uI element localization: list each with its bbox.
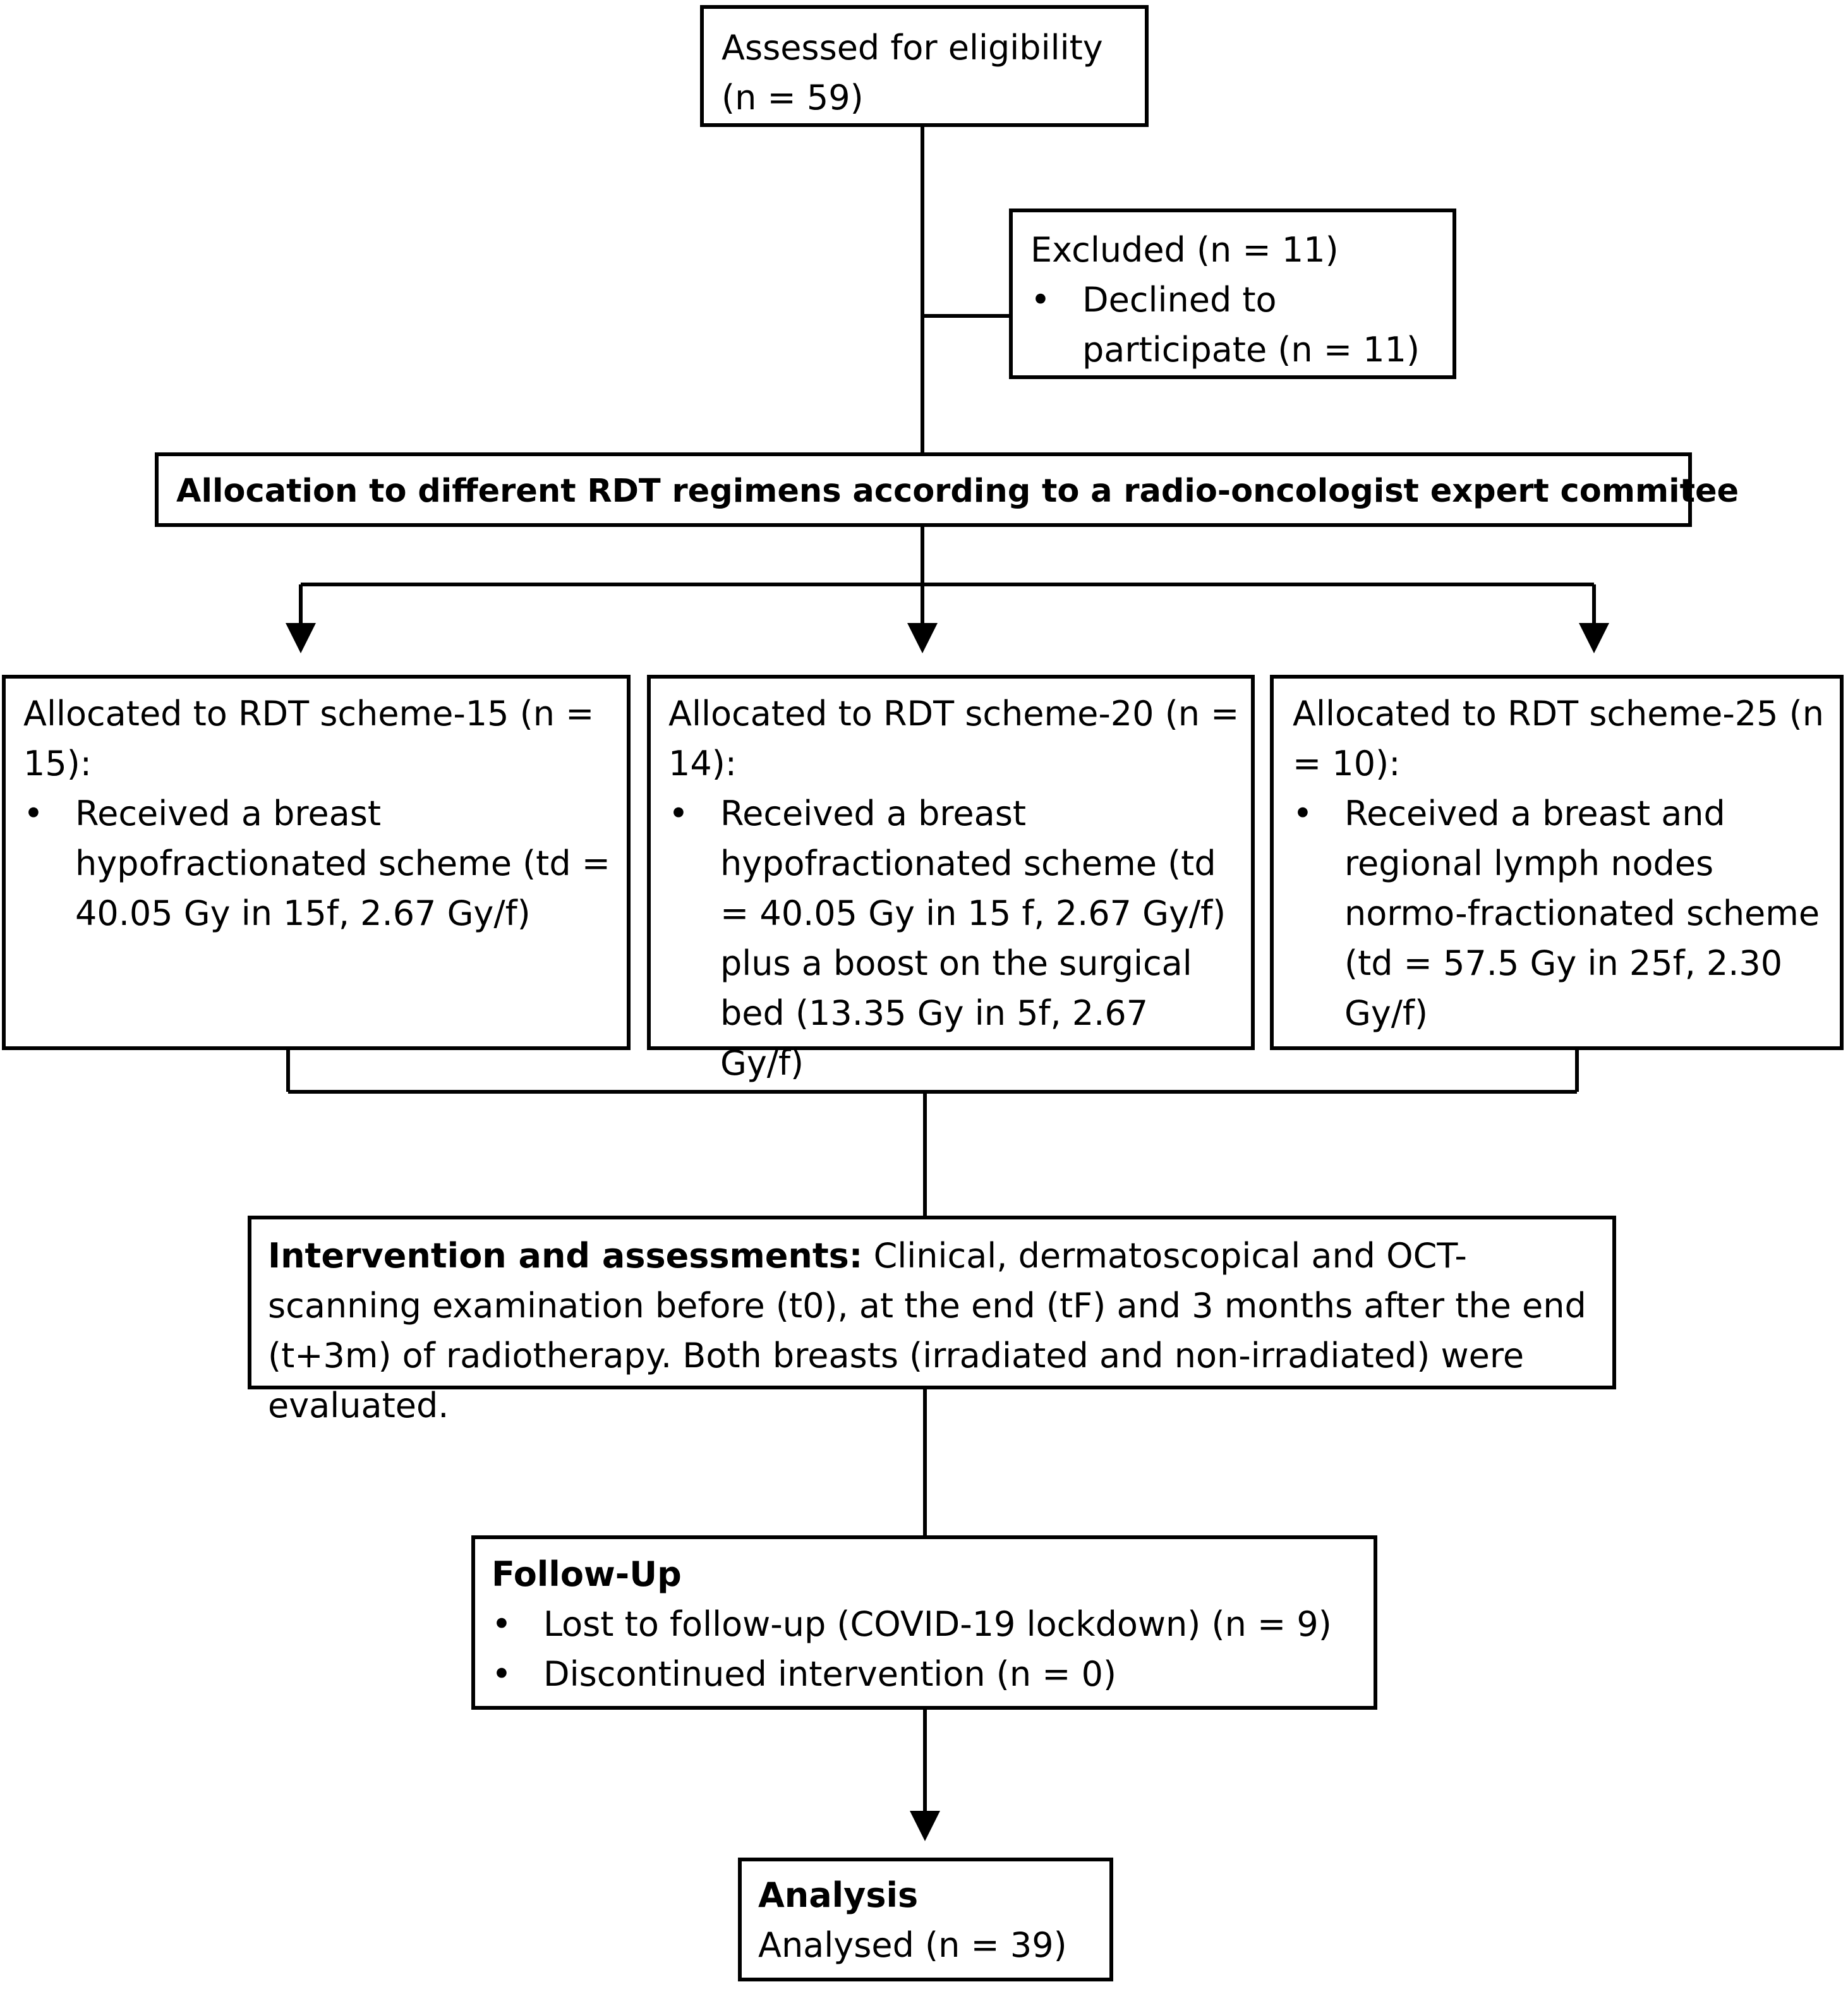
allocation-box: Allocation to different RDT regimens acc… bbox=[155, 452, 1739, 527]
analysis-title: Analysis bbox=[758, 1875, 919, 1915]
analysis-count: Analysed (n = 39) bbox=[758, 1925, 1067, 1965]
analysis-box: Analysis Analysed (n = 39) bbox=[738, 1858, 1113, 1981]
eligibility-label: Assessed for eligibility bbox=[722, 28, 1103, 68]
scheme-20-list: Received a breast hypofractionated schem… bbox=[668, 789, 1240, 1088]
scheme-20-detail: Received a breast hypofractionated schem… bbox=[668, 789, 1240, 1088]
excluded-box: Excluded (n = 11) Declined to participat… bbox=[1009, 209, 1456, 379]
scheme-25-list: Received a breast and regional lymph nod… bbox=[1293, 789, 1827, 1038]
intervention-label: Intervention and assessments: bbox=[268, 1236, 863, 1276]
intervention-text: Clinical, dermatoscopical and OCT-scanni… bbox=[268, 1236, 1586, 1425]
allocation-text: Allocation to different RDT regimens acc… bbox=[176, 473, 1739, 510]
excluded-list: Declined to participate (n = 11) bbox=[1030, 275, 1437, 375]
followup-list: Lost to follow-up (COVID-19 lockdown) (n… bbox=[492, 1599, 1361, 1699]
eligibility-box: Assessed for eligibility (n = 59) bbox=[700, 5, 1149, 127]
followup-lost: Lost to follow-up (COVID-19 lockdown) (n… bbox=[492, 1599, 1361, 1649]
scheme-15-detail: Received a breast hypofractionated schem… bbox=[23, 789, 614, 938]
scheme-15-title: Allocated to RDT scheme-15 (n = 15): bbox=[23, 694, 595, 783]
scheme-15-list: Received a breast hypofractionated schem… bbox=[23, 789, 614, 938]
scheme-25-box: Allocated to RDT scheme-25 (n = 10): Rec… bbox=[1270, 675, 1844, 1050]
scheme-15-box: Allocated to RDT scheme-15 (n = 15): Rec… bbox=[2, 675, 631, 1050]
followup-box: Follow-Up Lost to follow-up (COVID-19 lo… bbox=[471, 1535, 1377, 1710]
excluded-title: Excluded (n = 11) bbox=[1030, 230, 1339, 270]
scheme-20-title: Allocated to RDT scheme-20 (n = 14): bbox=[668, 694, 1240, 783]
excluded-reason: Declined to participate (n = 11) bbox=[1030, 275, 1437, 375]
eligibility-count: (n = 59) bbox=[722, 78, 864, 118]
intervention-box: Intervention and assessments: Clinical, … bbox=[248, 1216, 1616, 1425]
scheme-20-box: Allocated to RDT scheme-20 (n = 14): Rec… bbox=[647, 675, 1255, 1083]
scheme-25-detail: Received a breast and regional lymph nod… bbox=[1293, 789, 1827, 1038]
intervention-paragraph: Intervention and assessments: Clinical, … bbox=[268, 1231, 1597, 1430]
followup-title: Follow-Up bbox=[492, 1554, 682, 1594]
followup-discontinued: Discontinued intervention (n = 0) bbox=[492, 1649, 1361, 1699]
scheme-25-title: Allocated to RDT scheme-25 (n = 10): bbox=[1293, 694, 1824, 783]
